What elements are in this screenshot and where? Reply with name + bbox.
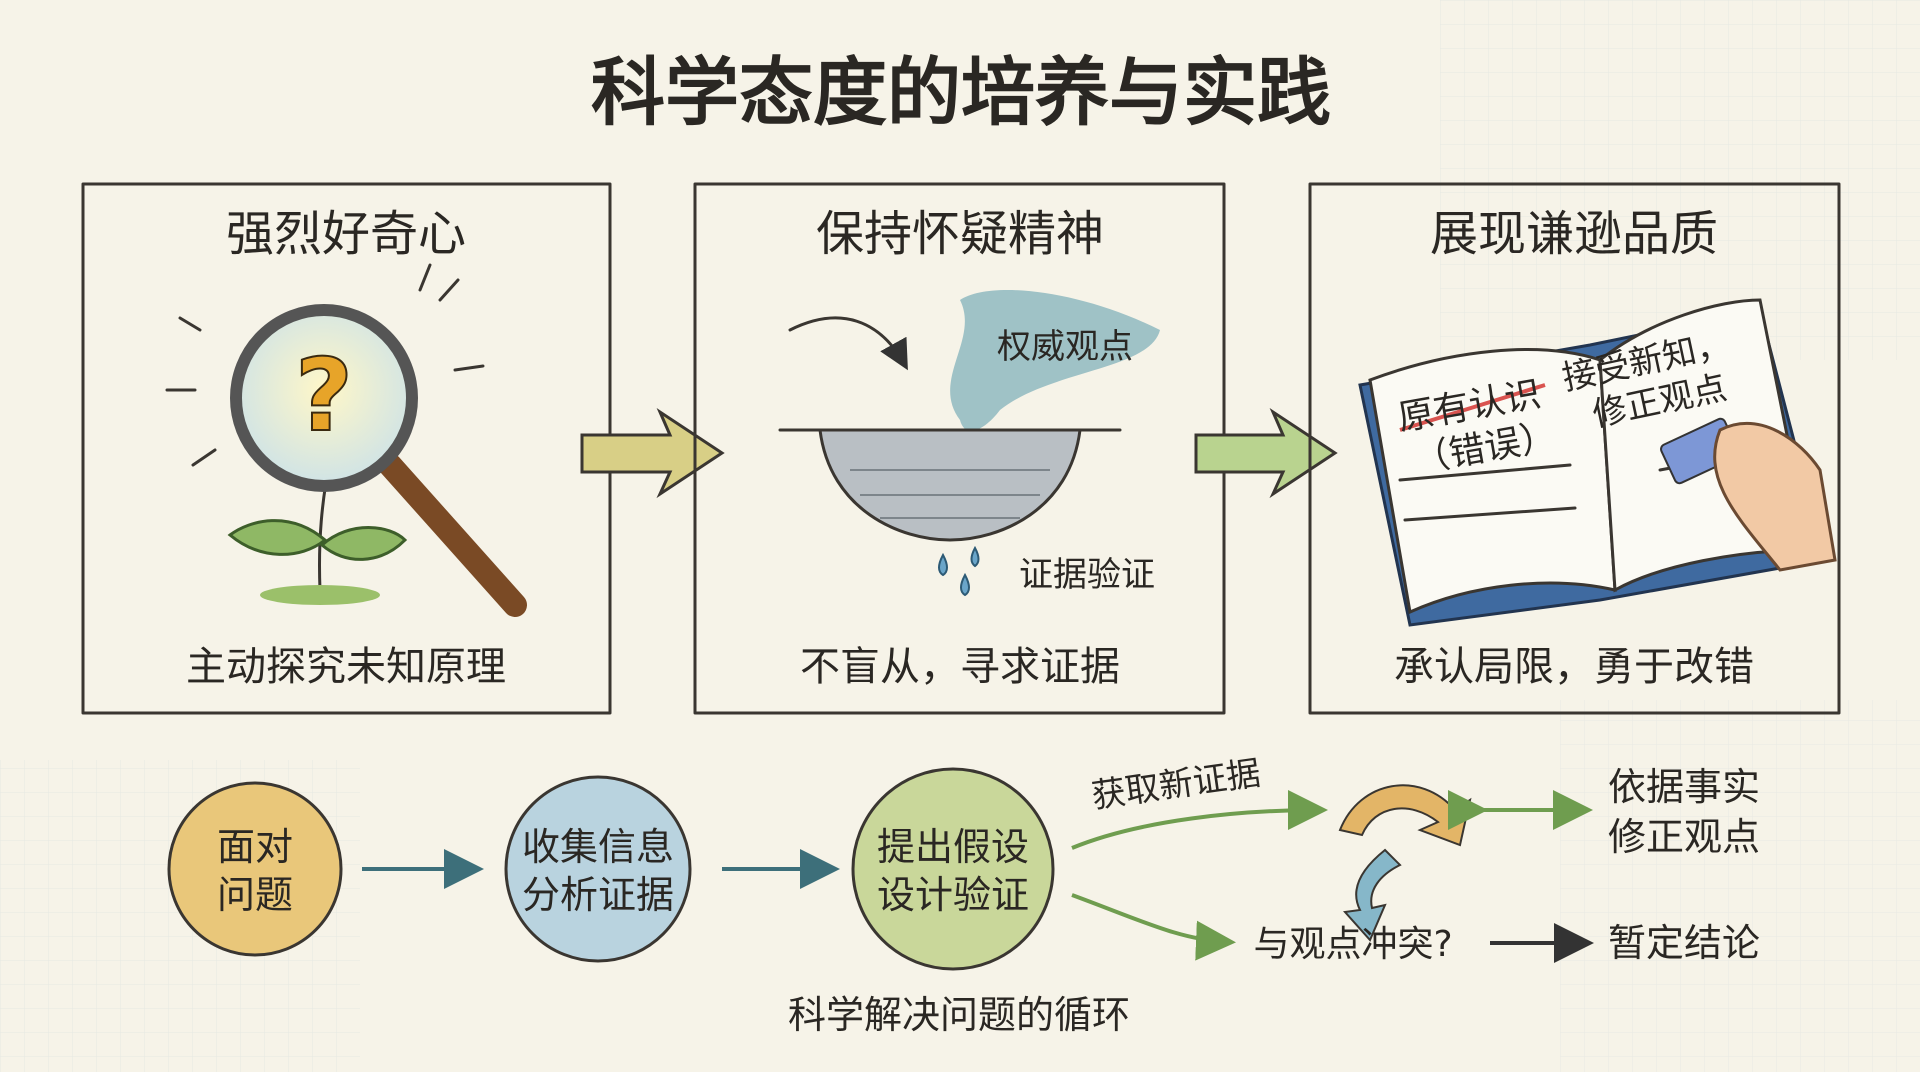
authority-label: 权威观点: [997, 327, 1133, 367]
tentative-conclusion-label: 暂定结论: [1608, 921, 1760, 965]
panel-humility: 展现谦逊品质 原有认识 （错误） 接受新知， 修正观点 承认局限，勇于改错: [1308, 182, 1841, 715]
step-label: 设计验证: [877, 873, 1029, 917]
cycle-arrow: [1071, 893, 1236, 961]
panel-caption: 主动探究未知原理: [186, 644, 506, 690]
hand-icon: [1713, 422, 1837, 572]
step-label: 提出假设: [877, 825, 1029, 869]
step-face-problem: [167, 781, 343, 957]
revise-label: 依据事实: [1608, 765, 1760, 809]
step-label: 分析证据: [522, 873, 674, 917]
book-icon: [1358, 298, 1837, 627]
flow-arrow-icon: [1194, 407, 1338, 499]
panel-skepticism: 保持怀疑精神 权威观点 证据验证 不盲从，寻求证据: [693, 182, 1226, 715]
panel-title: 展现谦逊品质: [1430, 206, 1718, 262]
panel-title: 保持怀疑精神: [816, 206, 1104, 262]
panel-curiosity: 强烈好奇心 ? 主动探究未知原理: [81, 182, 612, 715]
question-mark-icon: ?: [295, 337, 353, 454]
page-title: 科学态度的培养与实践: [591, 50, 1331, 136]
panel-caption: 承认局限，勇于改错: [1394, 644, 1754, 690]
step-label: 面对: [217, 825, 293, 869]
conflict-label: 与观点冲突?: [1253, 924, 1452, 965]
grid-texture: [1560, 700, 1920, 1072]
magnifier-plant-icon: ?: [165, 263, 527, 617]
step-label: 问题: [217, 873, 293, 917]
strainer-icon: [778, 290, 1160, 597]
evidence-label: 证据验证: [1019, 555, 1155, 595]
cycle-caption: 科学解决问题的循环: [788, 993, 1130, 1037]
scientific-cycle: 面对 问题 收集信息 分析证据 提出假设 设计验证 获取新证据 依据事实 修正观…: [167, 753, 1760, 1037]
step-hypothesis: [851, 767, 1055, 971]
revise-label: 修正观点: [1608, 815, 1760, 859]
flow-arrow-icon: [580, 407, 725, 499]
panel-caption: 不盲从，寻求证据: [800, 644, 1120, 690]
cycle-arrow: [1071, 790, 1328, 850]
step-gather-info: [504, 775, 692, 963]
panel-frame: [1308, 182, 1841, 715]
panel-title: 强烈好奇心: [226, 206, 466, 262]
grid-texture: [1440, 0, 1920, 360]
step-label: 收集信息: [522, 825, 674, 869]
